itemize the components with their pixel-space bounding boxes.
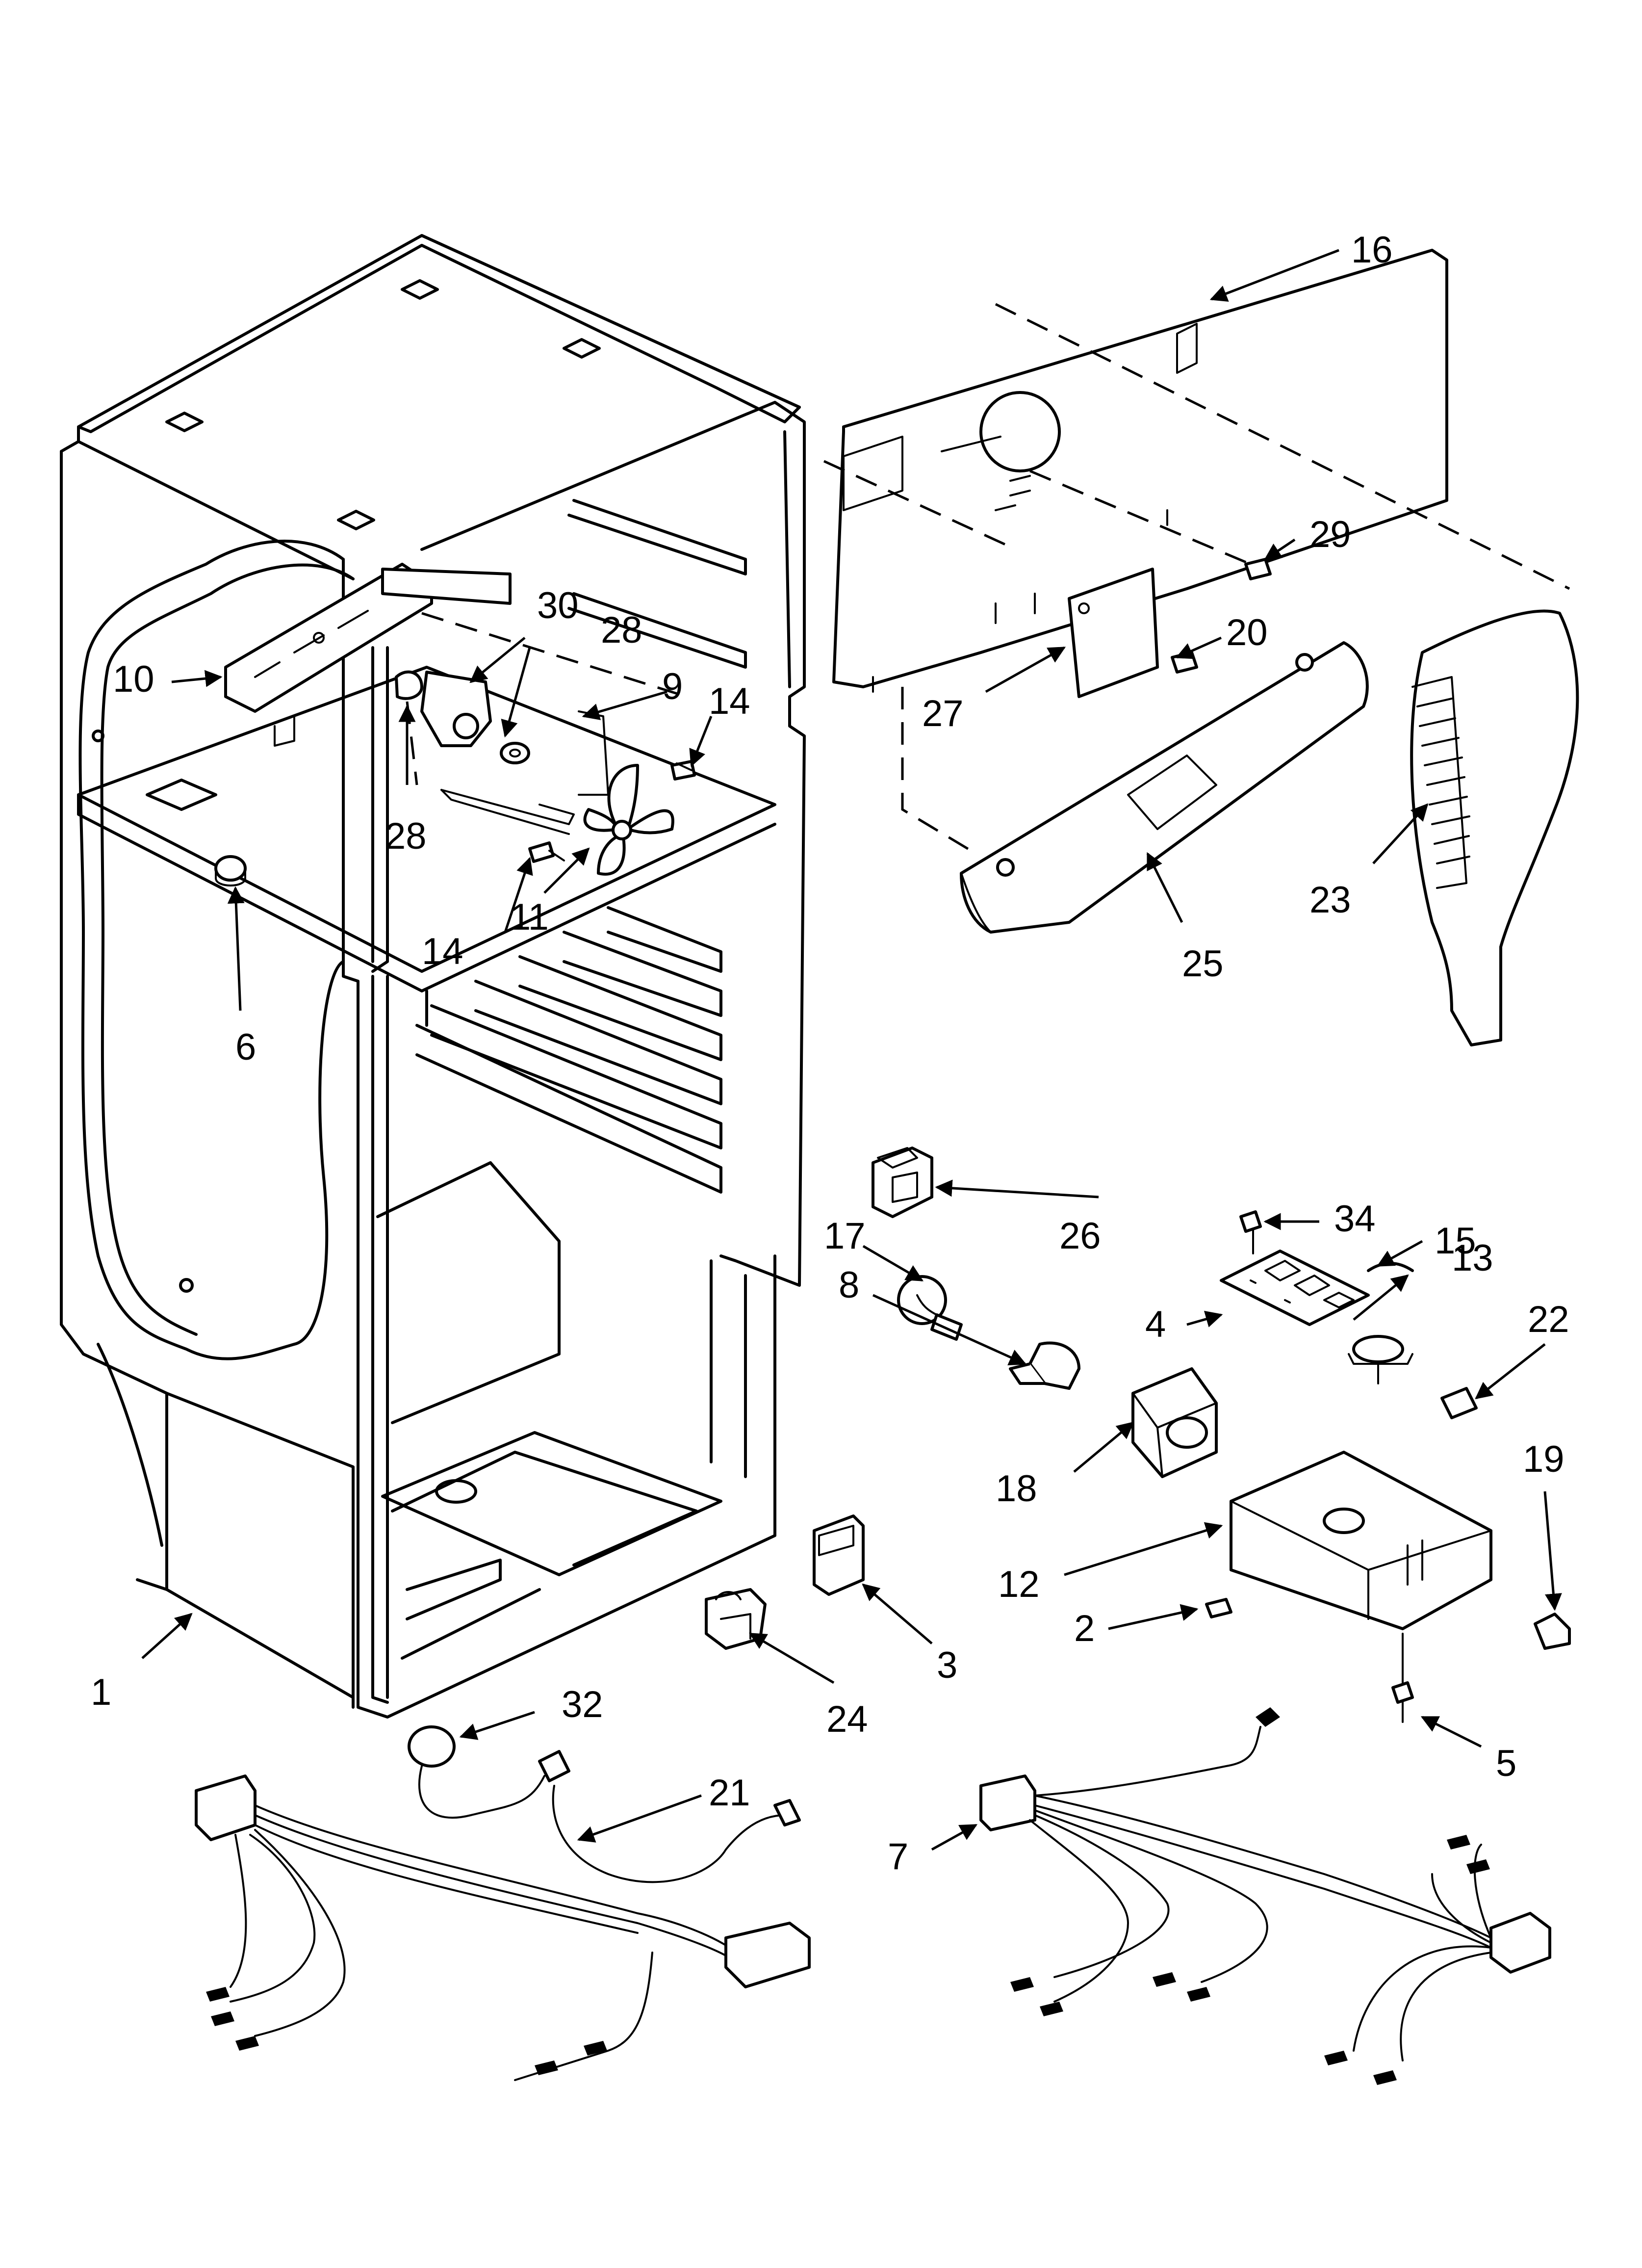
callout-2: 2 <box>1074 1608 1095 1649</box>
callout-25: 25 <box>1182 943 1224 985</box>
callout-27: 27 <box>922 693 964 734</box>
callout-22: 22 <box>1528 1299 1569 1340</box>
callout-26: 26 <box>1059 1215 1101 1257</box>
control-components <box>705 1147 1571 1723</box>
callout-19: 19 <box>1523 1438 1565 1480</box>
callout-4: 4 <box>1145 1303 1166 1345</box>
callout-14-upper: 14 <box>709 680 750 722</box>
cabinet-liner <box>60 234 806 1719</box>
callout-3: 3 <box>937 1644 957 1686</box>
callout-10: 10 <box>113 658 154 700</box>
callout-21: 21 <box>709 1772 750 1814</box>
callout-20: 20 <box>1226 612 1268 653</box>
callout-9: 9 <box>662 666 683 707</box>
callout-30: 30 <box>537 585 579 626</box>
callout-15: 15 <box>1435 1220 1476 1262</box>
callout-28-upper: 28 <box>601 609 642 651</box>
callout-6: 6 <box>235 1026 256 1068</box>
callout-12: 12 <box>998 1564 1040 1605</box>
leader-lines <box>141 249 1562 1851</box>
callout-17: 17 <box>824 1215 866 1257</box>
callout-34: 34 <box>1334 1198 1376 1240</box>
fan-motor-assembly <box>214 563 696 886</box>
callout-8: 8 <box>839 1264 859 1306</box>
callout-28-lower: 28 <box>385 815 427 857</box>
callout-24: 24 <box>826 1698 868 1740</box>
callout-32: 32 <box>562 1684 603 1725</box>
callout-14-lower: 14 <box>422 931 463 972</box>
callout-16: 16 <box>1351 229 1393 271</box>
callout-5: 5 <box>1496 1743 1516 1784</box>
callout-labels: 1 2 3 4 5 6 7 8 9 10 11 12 13 14 14 15 1… <box>91 229 1569 1877</box>
callout-1: 1 <box>91 1671 111 1713</box>
callout-13: 13 <box>1452 1237 1493 1279</box>
callout-11: 11 <box>510 896 549 938</box>
callout-18: 18 <box>996 1468 1037 1510</box>
callout-7: 7 <box>888 1836 908 1877</box>
wire-harnesses <box>195 1707 1551 2085</box>
callout-23: 23 <box>1309 879 1351 921</box>
air-duct-assembly <box>823 249 1579 1046</box>
callout-29: 29 <box>1309 514 1351 555</box>
